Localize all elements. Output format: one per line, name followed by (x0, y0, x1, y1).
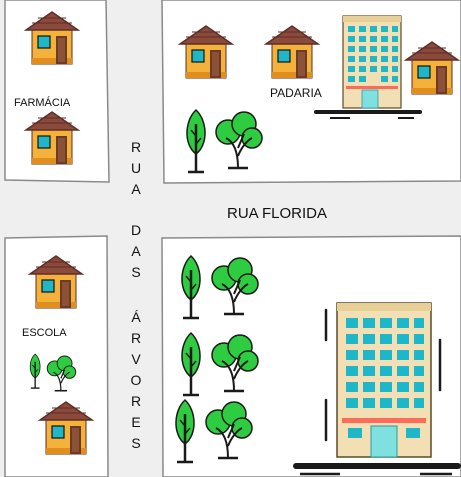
escola-label: ESCOLA (22, 327, 67, 339)
street-letter: U (131, 160, 141, 176)
street-letter: S (131, 435, 140, 451)
street-letter: O (131, 372, 142, 388)
street-letter: A (131, 243, 141, 259)
farmacia-label: FARMÁCIA (14, 96, 71, 109)
street-letter: E (131, 414, 140, 430)
padaria-label: PADARIA (270, 86, 322, 100)
street-letter: R (131, 330, 141, 346)
street-letter: S (131, 264, 140, 280)
rua-das-arvores-label: R U A D A S Á R V O R E S (131, 139, 142, 451)
street-letter: D (131, 222, 141, 238)
street-letter: V (131, 351, 141, 367)
street-letter: Á (131, 309, 141, 325)
street-letter: R (131, 139, 141, 155)
street-letter: A (131, 181, 141, 197)
building-icon (314, 15, 422, 119)
rua-florida-label: RUA FLORIDA (227, 205, 327, 222)
block-top-left (4, 0, 110, 183)
building-icon (293, 302, 461, 476)
street-letter: R (131, 393, 141, 409)
